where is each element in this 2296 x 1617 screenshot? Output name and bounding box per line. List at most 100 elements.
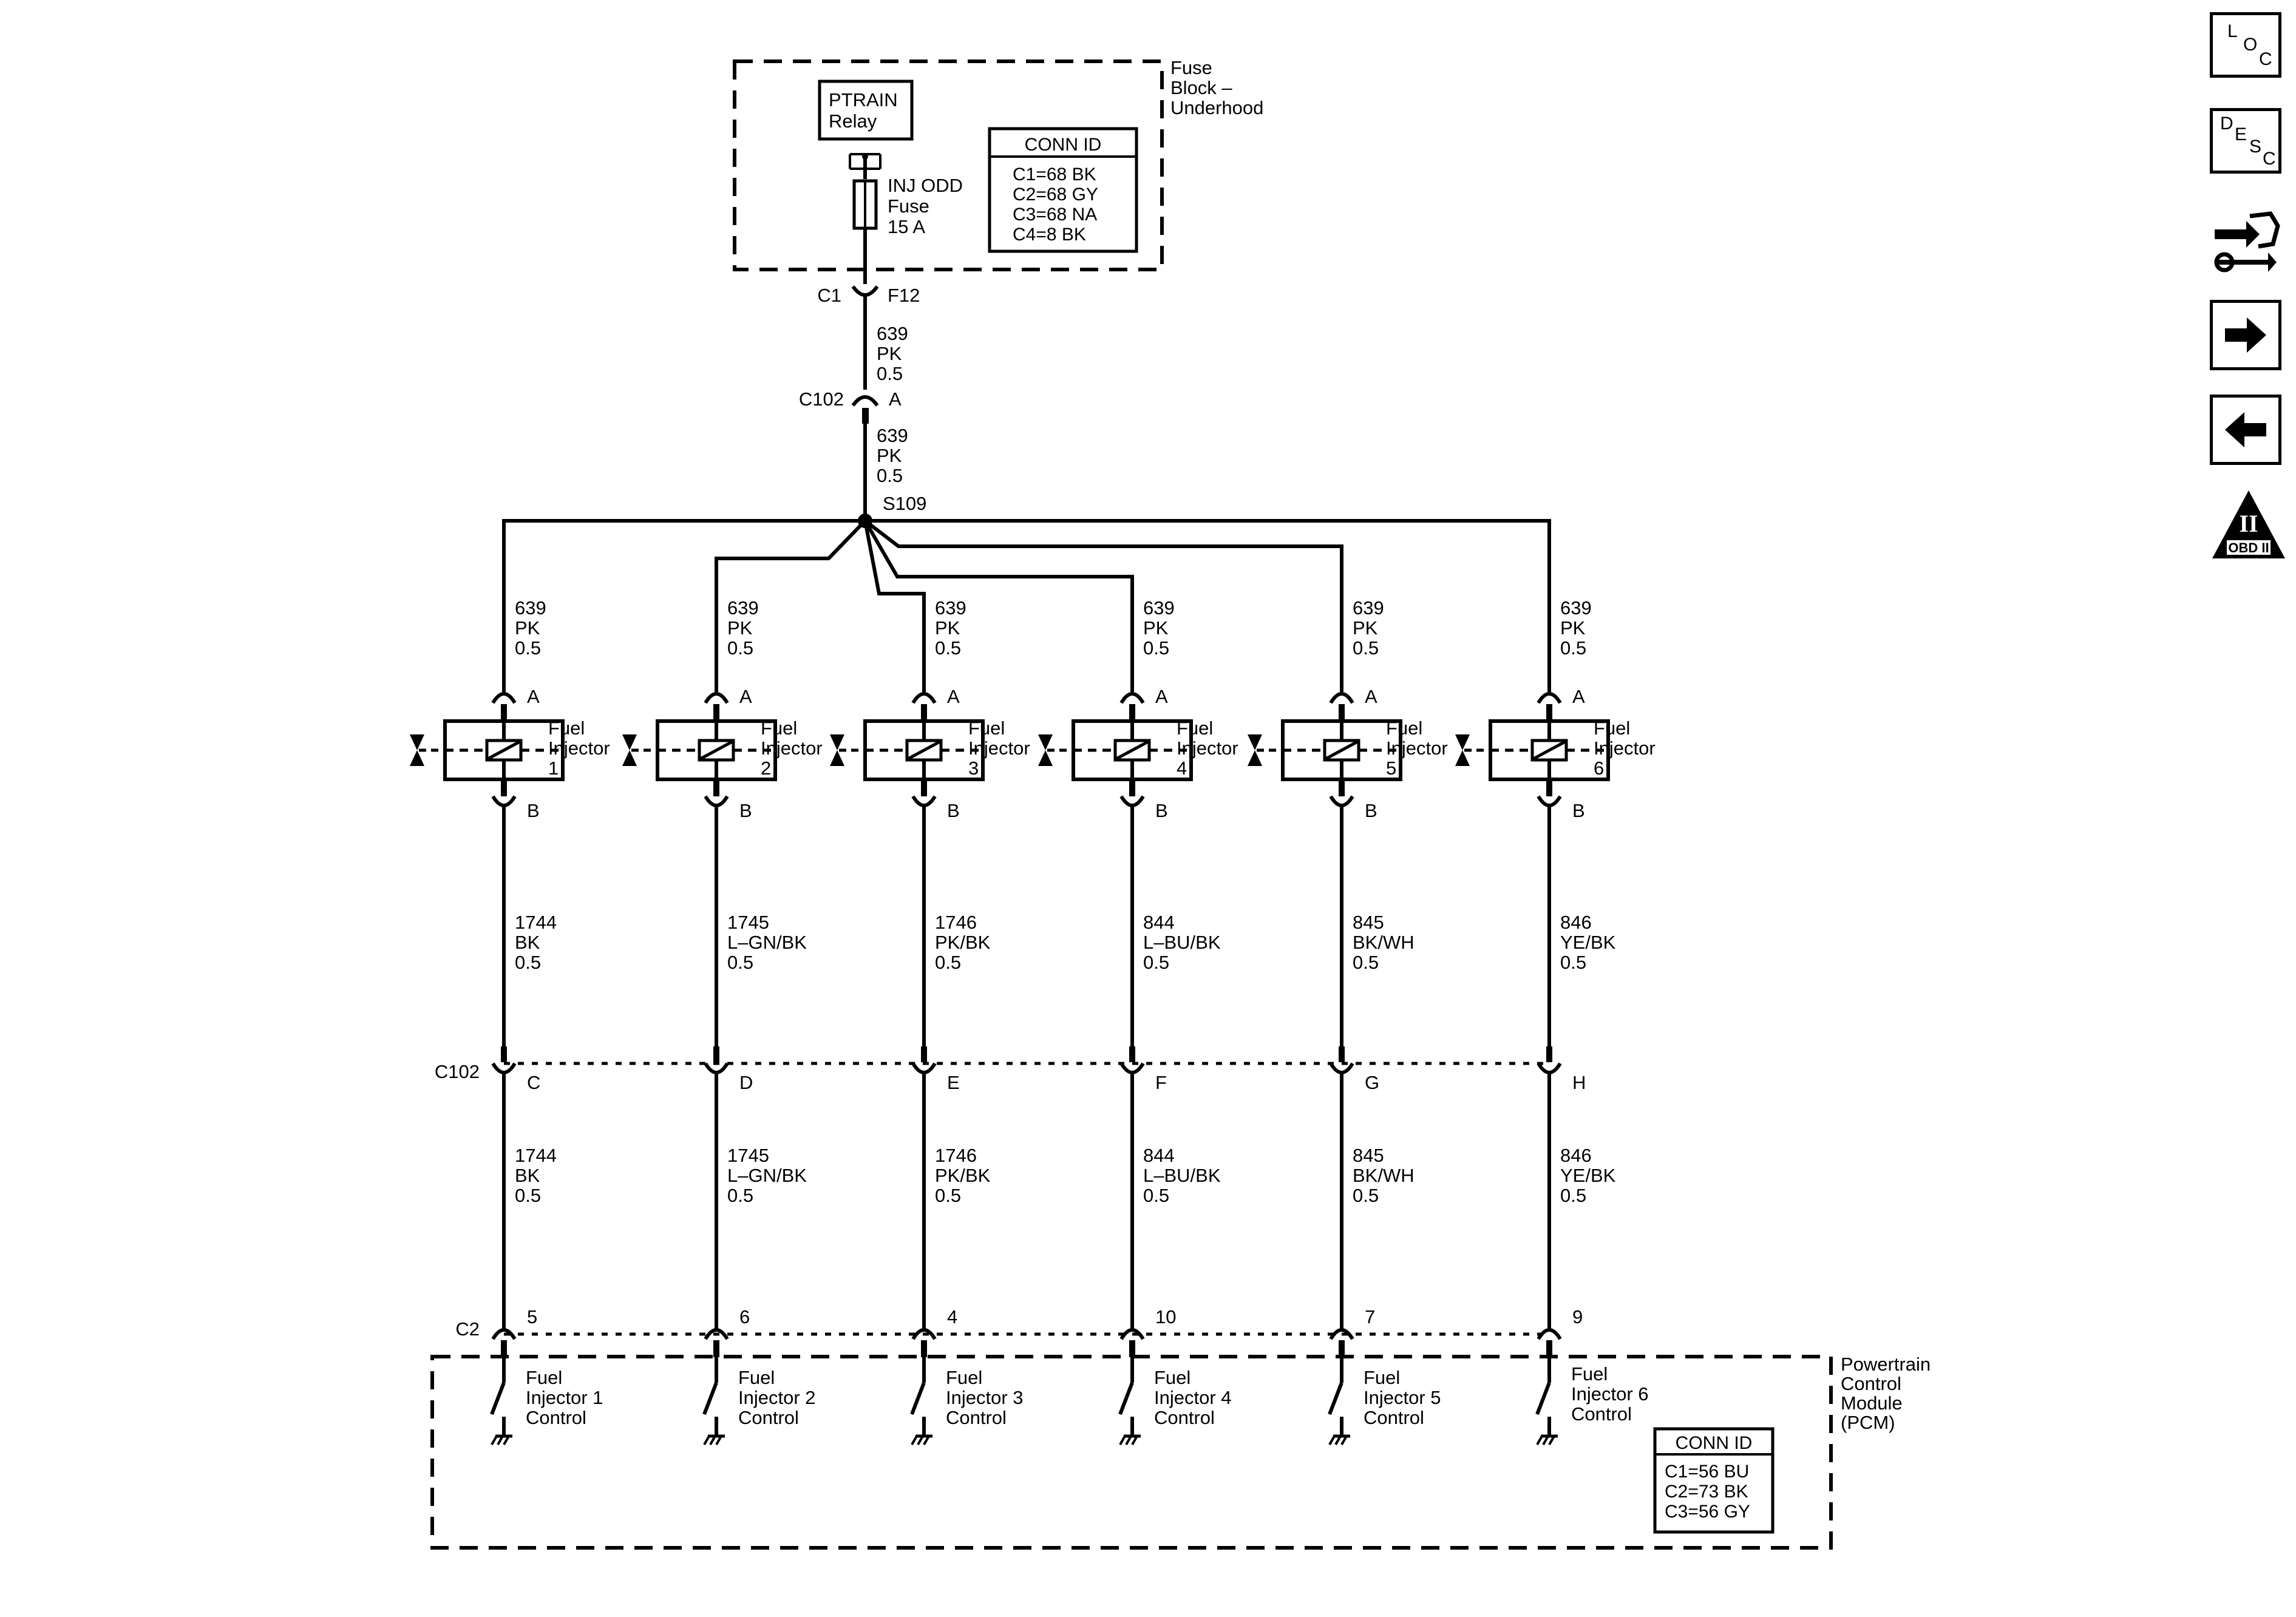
c1-connector-label: C1 [817, 285, 841, 306]
fuse-block-title-line-2: Block – [1170, 77, 1232, 98]
control-wire-size: 0.5 [935, 952, 961, 973]
pcm-control-label-line-2: Injector 5 [1364, 1387, 1441, 1408]
control-wire-size: 0.5 [1353, 952, 1379, 973]
c102-pin-label: A [889, 388, 902, 410]
pcm-pin-label: 6 [739, 1306, 750, 1327]
next-button[interactable] [2210, 300, 2281, 370]
control-wire-color: BK/WH [1353, 1165, 1415, 1186]
fuel-injector-4-column [1038, 692, 1193, 1445]
control-wire-size: 0.5 [1353, 1185, 1379, 1206]
fuel-injector-1-column [410, 692, 565, 1445]
c102-connector-label: C102 [799, 388, 844, 410]
feed-wire-circuit: 639 [1353, 597, 1384, 619]
control-wire-size: 0.5 [727, 952, 753, 973]
fuel-injector-6-column [1455, 692, 1610, 1445]
driver-switch-icon [1535, 1381, 1551, 1415]
obd-ii-icon: II OBD II [2212, 490, 2285, 558]
injector-name-line-2: Injector [1386, 737, 1448, 759]
ground-icon [492, 1436, 512, 1445]
pcm-pin-label: 4 [947, 1306, 957, 1327]
control-wire-size: 0.5 [1560, 1185, 1586, 1206]
pcm-pin-label: 10 [1155, 1306, 1176, 1327]
feed-circuit: C1 F12 639 PK 0.5 C102 A 639 PK 0.5 S109 [502, 228, 1551, 692]
feed-wire-size: 0.5 [877, 465, 903, 486]
desc-letter: E [2235, 124, 2247, 144]
desc-button[interactable]: D E S C [2210, 108, 2281, 174]
pcm-pin-label: 9 [1572, 1306, 1583, 1327]
feed-wire-color: PK [877, 343, 902, 364]
control-wire-size: 0.5 [515, 952, 541, 973]
conn-id-row: C3=68 NA [1013, 205, 1097, 225]
ground-icon [1120, 1436, 1141, 1445]
c1-pin-label: F12 [888, 285, 920, 306]
driver-switch-icon [910, 1381, 926, 1415]
pcm-control-label-line-3: Control [1571, 1403, 1632, 1425]
control-wire-color: L–BU/BK [1143, 932, 1221, 953]
control-wire-color: PK/BK [935, 932, 991, 953]
fuse-block-title-line-3: Underhood [1170, 97, 1263, 118]
pcm-control-label-line-2: Injector 4 [1154, 1387, 1232, 1408]
obd-text: OBD II [2228, 540, 2269, 555]
powertrain-control-module: Powertrain Control Module (PCM) CONN ID … [430, 1354, 1931, 1550]
control-wire-color: BK [515, 1165, 540, 1186]
feed-wire-color: PK [1353, 617, 1378, 639]
conn-id-header: CONN ID [1025, 135, 1102, 155]
pin-b-label: B [1365, 800, 1377, 821]
ground-icon [1330, 1436, 1350, 1445]
pcm-conn-id-table: CONN ID C1=56 BU C2=73 BK C3=56 GY [1653, 1427, 1775, 1534]
pcm-control-label-line-3: Control [738, 1407, 799, 1428]
injector-columns: 639PK0.5AFuelInjector1B1744BK0.5C1744BK0… [410, 597, 1656, 1445]
pcm-control-label-line-1: Fuel [1154, 1367, 1190, 1388]
pin-b-label: B [527, 800, 540, 821]
fuse-block-title-line-1: Fuse [1170, 57, 1212, 78]
control-wire-color: BK/WH [1353, 932, 1415, 953]
injector-name-line-3: 1 [548, 758, 559, 779]
desc-letter: D [2220, 114, 2233, 134]
pin-b-label: B [947, 800, 960, 821]
pcm-conn-id-row: C3=56 GY [1665, 1502, 1750, 1522]
injector-name-line-2: Injector [1594, 737, 1656, 759]
next-arrow-icon [2225, 317, 2266, 353]
driver-switch-icon [1118, 1381, 1134, 1415]
control-wire-size: 0.5 [727, 1185, 753, 1206]
pcm-conn-id-row: C2=73 BK [1665, 1482, 1748, 1502]
feed-wire-circuit: 639 [515, 597, 546, 619]
control-wire-circuit: 1744 [515, 1145, 557, 1166]
feed-wire-circuit: 639 [727, 597, 759, 619]
pcm-title-line-3: Module [1841, 1392, 1903, 1414]
pcm-control-label-line-3: Control [526, 1407, 586, 1428]
loc-button[interactable]: L O C [2210, 12, 2281, 78]
injector-name-line-3: 2 [761, 758, 771, 779]
injector-name-line-2: Injector [968, 737, 1030, 759]
control-wire-circuit: 1745 [727, 912, 769, 933]
control-wire-size: 0.5 [515, 1185, 541, 1206]
feed-wire-size: 0.5 [1353, 637, 1379, 659]
pin-a-label: A [947, 686, 960, 707]
component-connector-button[interactable] [2210, 202, 2281, 280]
c102-pin-label: C [527, 1072, 540, 1093]
ptrain-relay-box [818, 80, 914, 141]
injector-name-line-3: 5 [1386, 758, 1396, 779]
injector-name-line-3: 3 [968, 758, 979, 779]
injector-name-line-3: 4 [1177, 758, 1187, 779]
feed-wire-color: PK [935, 617, 960, 639]
pcm-control-label-line-1: Fuel [1364, 1367, 1400, 1388]
pcm-control-label-line-3: Control [1154, 1407, 1215, 1428]
control-wire-circuit: 1746 [935, 1145, 977, 1166]
control-wire-circuit: 845 [1353, 1145, 1384, 1166]
control-wire-circuit: 846 [1560, 1145, 1592, 1166]
control-wire-color: L–GN/BK [727, 1165, 807, 1186]
pcm-control-label-line-2: Injector 6 [1571, 1383, 1649, 1405]
c102-pin-label: H [1572, 1072, 1586, 1093]
c102-row-label: C102 [435, 1061, 480, 1082]
pcm-conn-id-row: C1=56 BU [1665, 1462, 1749, 1482]
obd-ii-button[interactable]: II OBD II [2210, 488, 2285, 561]
control-wire-color: BK [515, 932, 540, 953]
pin-a-label: A [1365, 686, 1377, 707]
pcm-control-label-line-3: Control [1364, 1407, 1424, 1428]
control-wire-size: 0.5 [1143, 952, 1169, 973]
fuel-injector-3-column [830, 692, 985, 1445]
feed-wire-color: PK [515, 617, 540, 639]
previous-button[interactable] [2210, 395, 2281, 465]
